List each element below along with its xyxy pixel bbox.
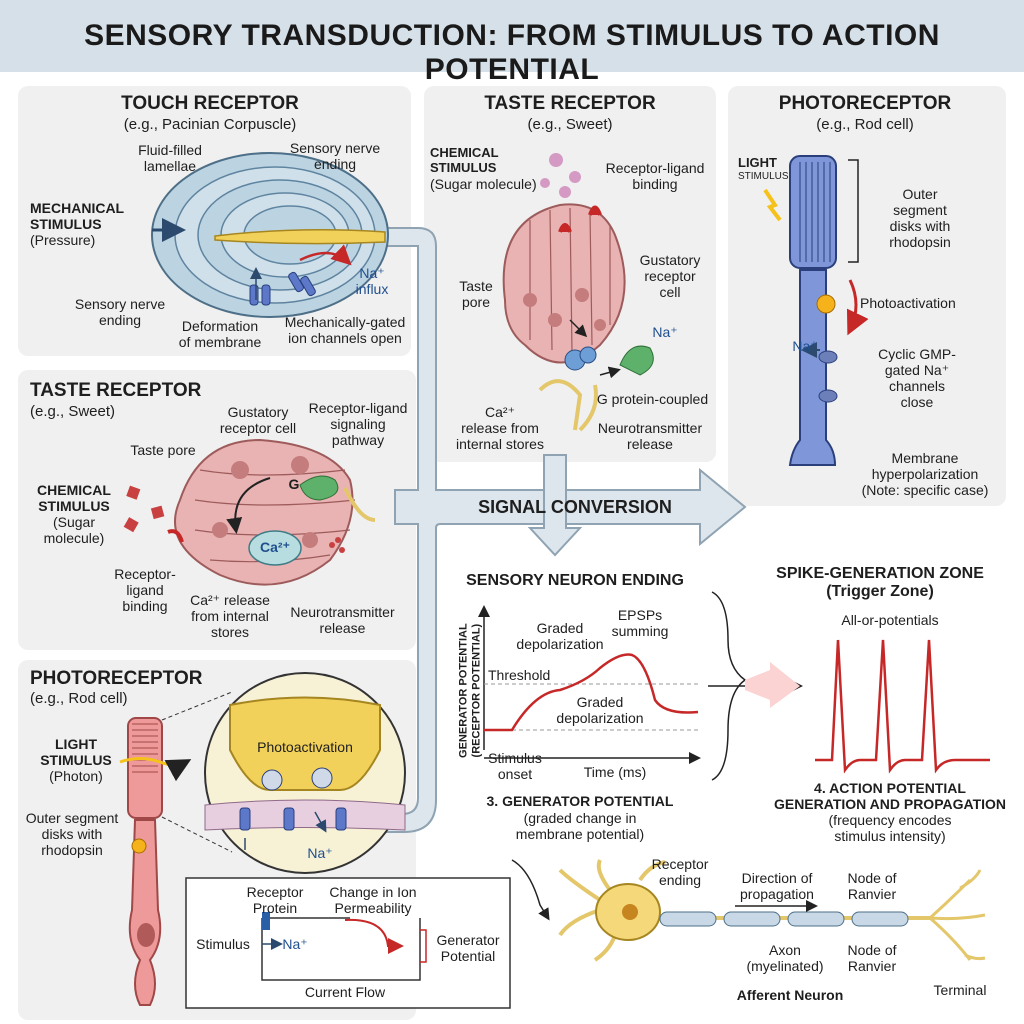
title-bar: SENSORY TRANSDUCTION: FROM STIMULUS TO A… [0, 0, 1024, 86]
photo-left-subtitle: (e.g., Rod cell) [30, 690, 128, 707]
label-stimulus-circuit: Stimulus [196, 936, 250, 952]
signal-conversion-label: SIGNAL CONVERSION [478, 497, 672, 517]
label-afferent-neuron: Afferent Neuron [736, 987, 844, 1003]
rod-cell-top [763, 155, 869, 466]
graph-ylabel: GENERATOR POTENTIAL(RECEPTOR POTENTIAL) [457, 623, 482, 758]
rod-cell-left [119, 672, 406, 1006]
label-na-top: Na⁺ [652, 324, 678, 340]
graph-caption-bold: 3. GENERATOR POTENTIAL [486, 793, 674, 809]
photoreceptor-top-panel [728, 86, 1006, 506]
spike-title: SPIKE-GENERATION ZONE(Trigger Zone) [776, 565, 984, 601]
taste-left-title: TASTE RECEPTOR [30, 380, 202, 401]
taste-bud-top [502, 153, 654, 432]
label-g-protein: G protein-coupled [596, 391, 709, 407]
circuit-inset [185, 877, 511, 1009]
label-na-photo-top: Na⁺ [792, 338, 818, 354]
label-terminal: Terminal [933, 982, 987, 998]
label-na-circuit: Na⁺ [282, 936, 308, 952]
label-threshold: Threshold [488, 667, 551, 683]
pacinian-corpuscle [151, 152, 389, 318]
afferent-neuron [511, 859, 986, 962]
touch-subtitle: (e.g., Pacinian Corpuscle) [123, 116, 297, 133]
page-title: SENSORY TRANSDUCTION: FROM STIMULUS TO A… [84, 19, 940, 86]
taste-top-subtitle: (e.g., Sweet) [527, 116, 613, 133]
touch-title: TOUCH RECEPTOR [121, 93, 299, 114]
generator-potential-graph [478, 591, 803, 781]
label-all-or-potentials: All-or-potentials [841, 612, 939, 628]
label-taste-pore-left: Taste pore [130, 442, 196, 458]
action-potential-spikes [815, 639, 990, 774]
label-current-flow: Current Flow [304, 984, 386, 1000]
label-photoactivation-top: Photoactivation [860, 295, 956, 311]
taste-bud-left [123, 438, 376, 586]
label-axon: Axon(myelinated) [746, 942, 824, 975]
label-g-left: G [288, 476, 300, 492]
photo-top-title: PHOTORECEPTOR [778, 93, 952, 114]
photo-top-subtitle: (e.g., Rod cell) [816, 116, 914, 133]
label-na-influx: Na⁺influx [355, 265, 389, 298]
label-time: Time (ms) [583, 764, 647, 780]
label-na-left: Na⁺ [307, 845, 333, 861]
taste-left-subtitle: (e.g., Sweet) [30, 403, 116, 420]
taste-top-title: TASTE RECEPTOR [484, 93, 656, 114]
graph-title: SENSORY NEURON ENDING [466, 572, 684, 589]
label-ca-left: Ca²⁺ [260, 539, 290, 555]
photo-left-title: PHOTORECEPTOR [30, 668, 203, 689]
label-photoactivation-left: Photoactivation [257, 739, 353, 755]
signal-pathway-arrows [384, 227, 747, 833]
